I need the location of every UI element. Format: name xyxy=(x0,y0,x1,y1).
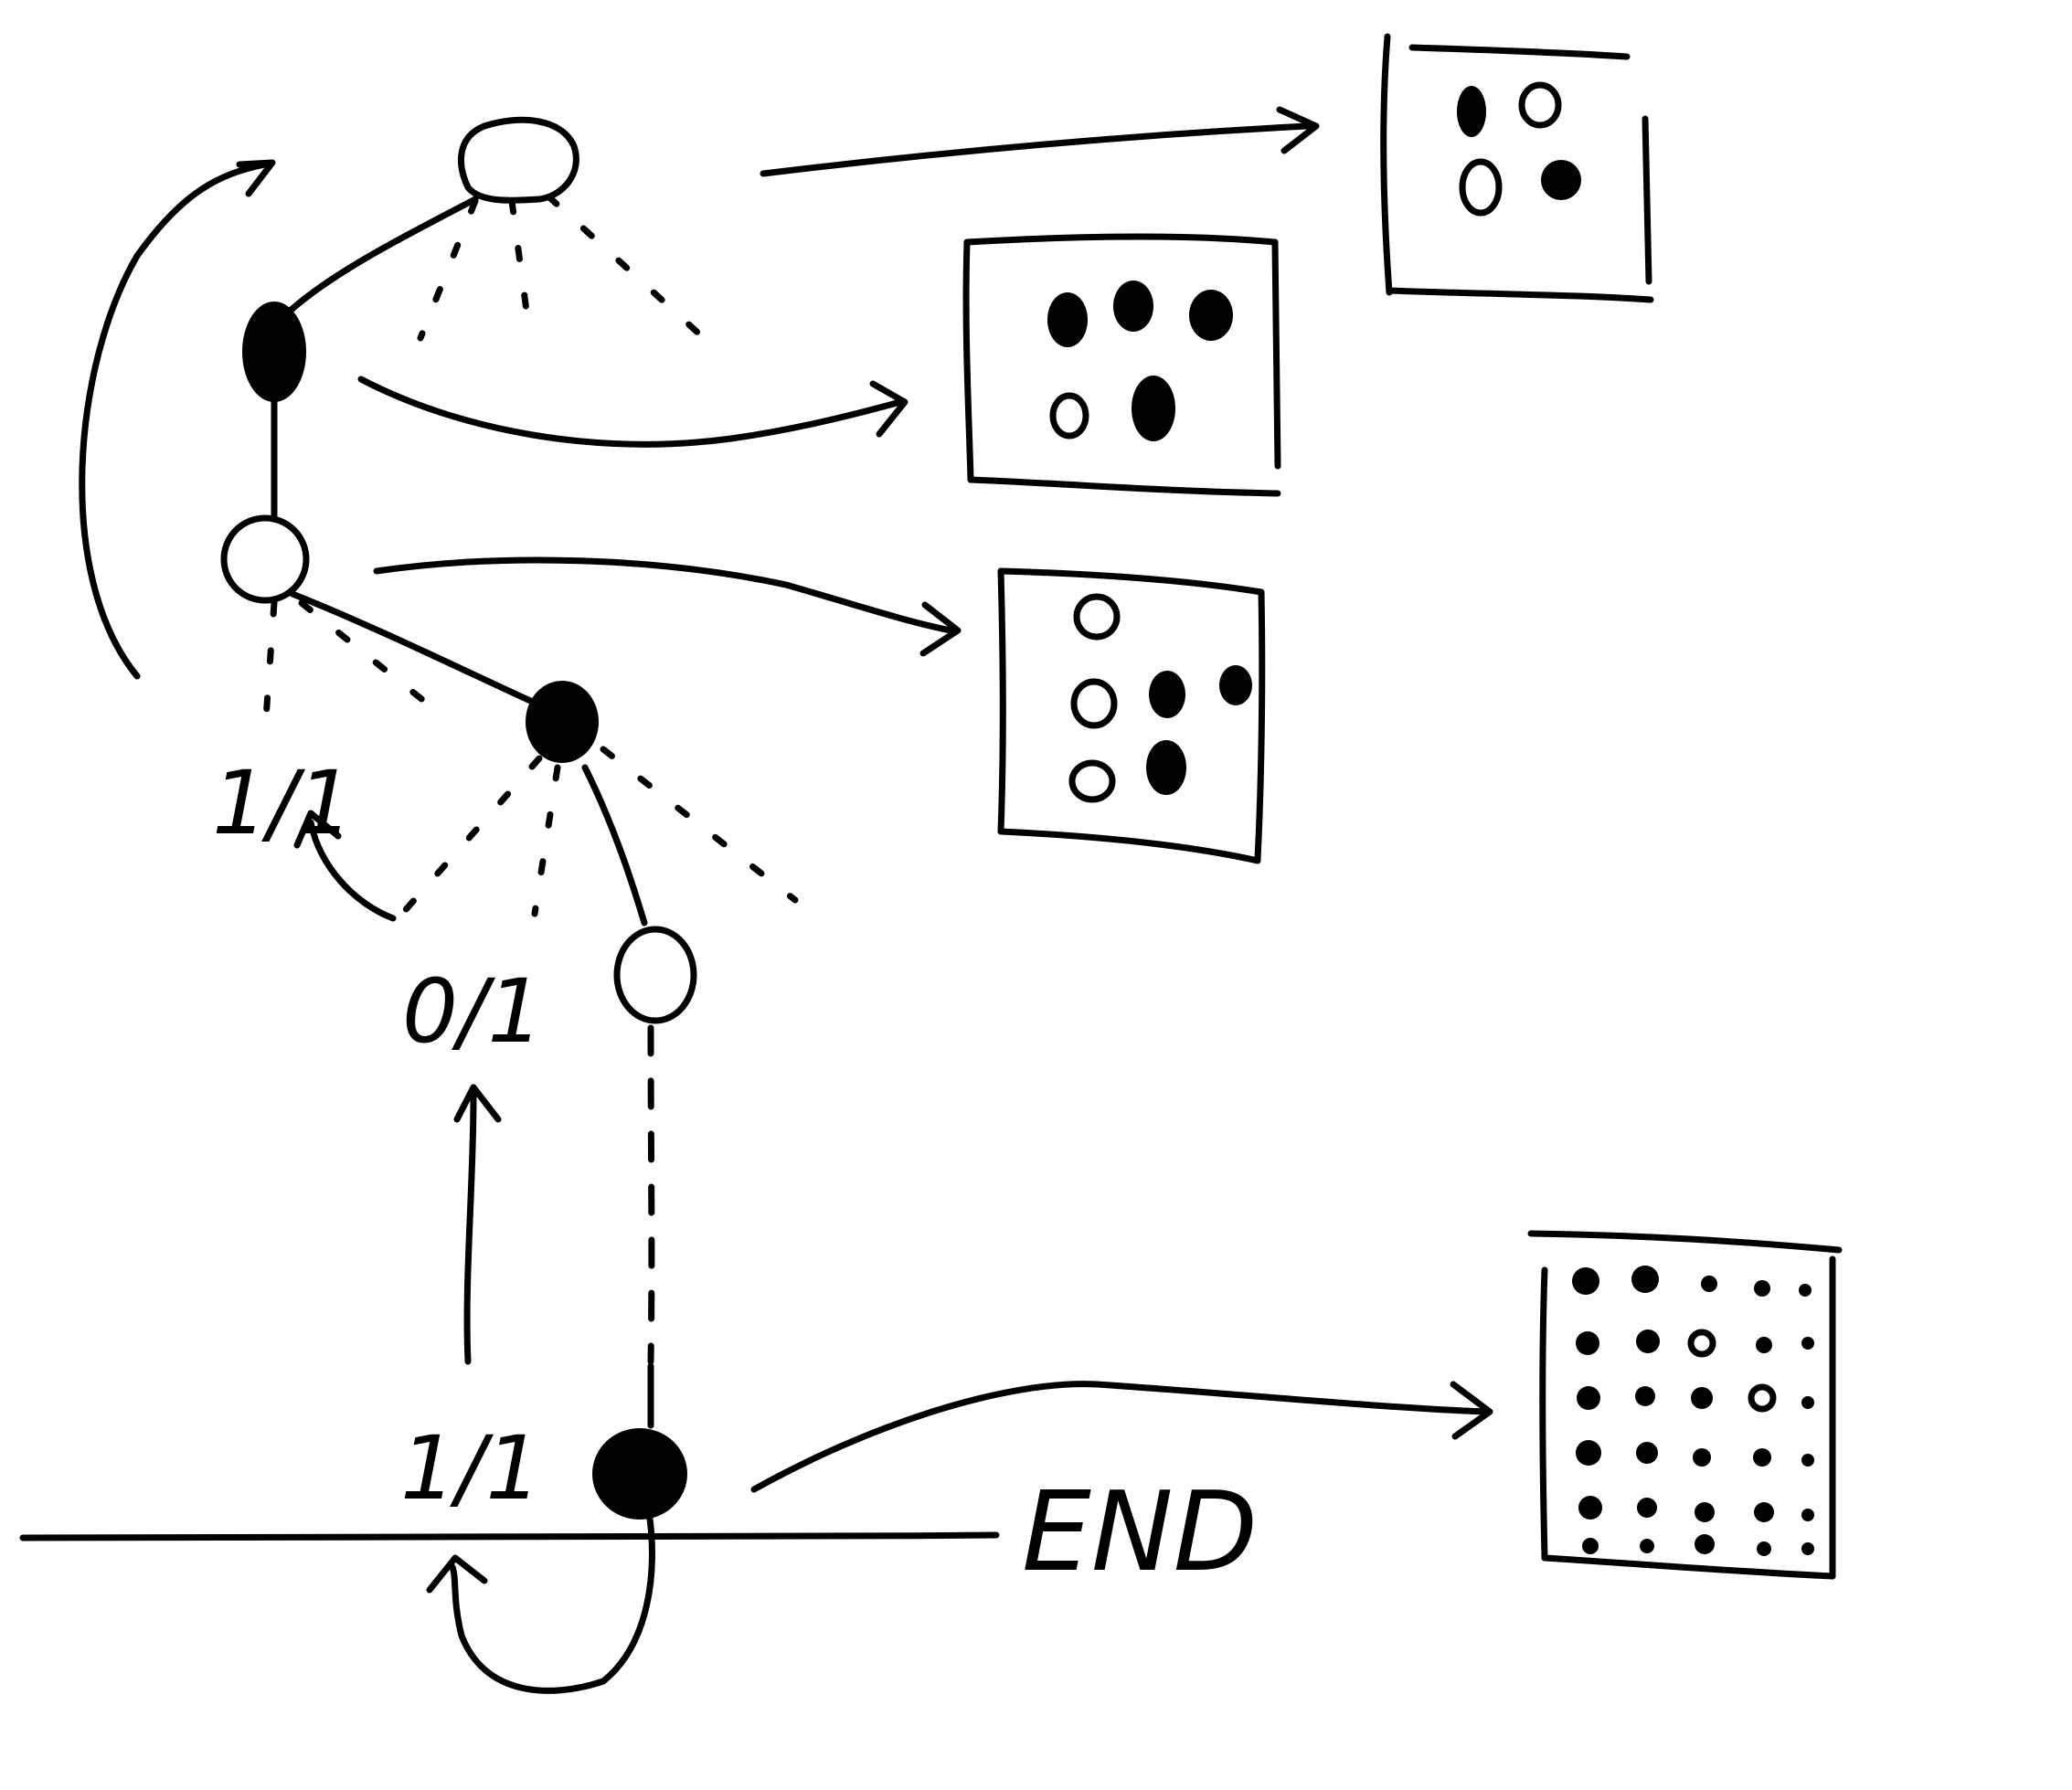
arrow-to-grid-2-head xyxy=(869,380,908,438)
fan-top-3 xyxy=(545,193,707,342)
branch-label-upper: 1/1 xyxy=(212,752,354,854)
grid-box-1 xyxy=(1380,33,1654,303)
arrow-to-grid-2 xyxy=(357,376,904,448)
node-white-2 xyxy=(613,926,697,1024)
branch-label-bottom: 1/1 xyxy=(400,1417,542,1520)
small-curved-arrow xyxy=(307,819,397,922)
node-top-hollow xyxy=(458,116,579,204)
fan-black2-1 xyxy=(398,755,543,917)
vertical-arrowhead xyxy=(453,1084,502,1123)
node-black-2 xyxy=(526,681,599,763)
left-upward-arrow xyxy=(79,161,269,680)
node-black-1 xyxy=(242,302,306,402)
fan-white1-1 xyxy=(261,599,278,735)
left-upward-arrowhead xyxy=(236,159,276,197)
fan-top-2 xyxy=(508,197,534,342)
vertical-arrow xyxy=(463,1093,477,1365)
edge-bottom-to-loop xyxy=(449,1509,655,1694)
grid-4-dots xyxy=(1572,1266,1814,1556)
node-bottom-black xyxy=(592,1428,687,1520)
edge-top-to-black1 xyxy=(282,196,479,319)
edge-white2-to-bottom xyxy=(647,1024,655,1365)
fan-white1-2 xyxy=(298,599,442,716)
arrow-to-grid-3-head xyxy=(919,601,962,657)
grid-box-2 xyxy=(962,233,1281,497)
end-label: END xyxy=(1022,1469,1258,1596)
branch-label-middle: 0/1 xyxy=(402,960,544,1063)
baseline xyxy=(19,1531,1000,1541)
small-curved-arrowhead xyxy=(293,810,342,849)
grid-box-4 xyxy=(1527,1230,1843,1580)
arrow-to-grid-4-head xyxy=(1450,1381,1493,1440)
grid-box-3 xyxy=(997,567,1266,864)
node-white-1 xyxy=(220,514,310,604)
edge-black2-to-white2 xyxy=(581,764,648,927)
arrow-to-grid-3 xyxy=(373,556,954,634)
fan-black2-3 xyxy=(600,746,799,904)
arrow-to-grid-4 xyxy=(750,1381,1489,1493)
edge-white1-to-black2 xyxy=(289,590,550,712)
arrow-to-grid-1-head xyxy=(1276,106,1320,154)
arrow-to-grid-1 xyxy=(760,122,1311,177)
fan-black2-2 xyxy=(531,764,561,917)
loop-arrowhead xyxy=(426,1554,488,1594)
